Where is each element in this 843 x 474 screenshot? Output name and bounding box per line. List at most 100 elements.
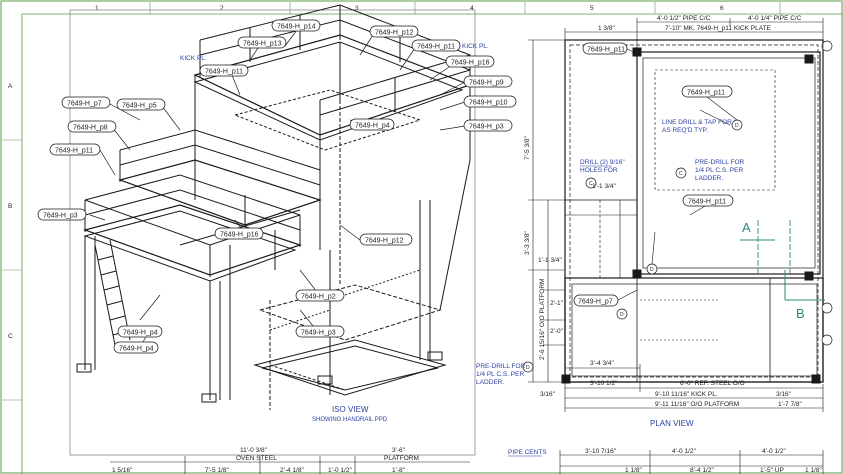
svg-text:7649-H_p16: 7649-H_p16	[451, 60, 490, 67]
note-pre-drill-2b: 1/4 PL C.S. PER	[476, 371, 524, 378]
grid-col-2: 2	[220, 5, 224, 12]
iso-dim: PLATFORM	[384, 455, 419, 462]
plan-dim: 1 3/8"	[598, 25, 615, 32]
svg-text:7649-H_p4: 7649-H_p4	[355, 123, 390, 130]
grid-col-3: 3	[355, 5, 359, 12]
svg-text:7649-H_p3: 7649-H_p3	[469, 124, 504, 131]
detail-markers	[522, 40, 833, 373]
section-marker-a: A	[742, 220, 751, 235]
lower-dim: 1'-5" UP	[760, 467, 784, 474]
iso-dim: 3'-6"	[392, 447, 406, 454]
note-line-drill: LINE DRILL & TAP FOR	[662, 119, 732, 126]
svg-text:7649-H_p11: 7649-H_p11	[417, 44, 455, 51]
svg-text:7649-H_p11: 7649-H_p11	[205, 69, 243, 76]
svg-text:7649-H_p8: 7649-H_p8	[73, 125, 108, 132]
svg-text:7649-H_p7: 7649-H_p7	[67, 101, 102, 108]
svg-text:7649-H_p12: 7649-H_p12	[375, 30, 414, 37]
svg-text:D: D	[735, 123, 739, 129]
callout-tag: 7649-H_p11	[49, 143, 101, 156]
svg-text:7649-H_p11: 7649-H_p11	[55, 148, 93, 155]
lower-dim: 1 1/8"	[805, 467, 822, 474]
callout-tag: 7649-H_p4	[113, 341, 159, 354]
lower-dim: 8'-4 1/2"	[690, 467, 714, 474]
grid-row-a: A	[8, 83, 13, 90]
callout-tag: 7649-H_p7	[573, 294, 619, 307]
grid-col-5: 5	[590, 5, 594, 12]
grid-row-b: B	[8, 203, 12, 210]
callout-tag: 7649-H_p4	[349, 118, 395, 131]
note-pre-drill-1b: 1/4 PL C.S. PER	[695, 167, 743, 174]
grid-col-4: 4	[470, 5, 474, 12]
plan-view-title: PLAN VIEW	[650, 419, 694, 428]
callout-tag: 7649-H_p16	[445, 55, 495, 68]
svg-text:D: D	[650, 267, 654, 273]
iso-view-title: ISO VIEW	[332, 405, 369, 414]
svg-text:7649-H_p10: 7649-H_p10	[469, 100, 508, 107]
svg-text:C: C	[589, 181, 593, 187]
plan-dim: 1'-1 3/4"	[592, 183, 616, 190]
plan-dim: 3/16"	[776, 391, 792, 398]
callout-tag: 7649-H_p11	[411, 39, 461, 52]
plan-dim-vertical: 2'-6 15/16" O/O PLATFORM	[539, 279, 546, 360]
callout-tag: 7649-H_p16	[214, 227, 264, 240]
kick-pl-label-left: KICK PL.	[180, 55, 207, 62]
callout-tag: 7649-H_p4	[117, 325, 163, 338]
svg-text:7649-H_p4: 7649-H_p4	[119, 346, 154, 353]
svg-text:7649-H_p11: 7649-H_p11	[687, 90, 725, 97]
lower-dim: 4'-0 1/2"	[672, 448, 696, 455]
section-marker-b: B	[796, 306, 805, 321]
iso-dim: 1'-8"	[392, 467, 406, 474]
iso-dim: 7'-5 1/8"	[205, 467, 229, 474]
grid-col-6: 6	[720, 5, 724, 12]
callout-tag: 7649-H_p5	[116, 98, 166, 111]
callout-tag: 7649-H_p12	[359, 233, 413, 246]
plan-dim-vertical: 7'-5 3/8"	[524, 136, 531, 160]
callout-tag: 7649-H_p3	[295, 325, 345, 338]
svg-text:C: C	[679, 171, 683, 177]
lower-dim: 1 1/8"	[625, 467, 642, 474]
plan-bottom-dims	[564, 364, 824, 412]
grid-row-c: C	[8, 333, 13, 340]
svg-text:7649-H_p3: 7649-H_p3	[301, 330, 336, 337]
iso-view-subtitle: SHOWING HANDRAIL PPD	[312, 417, 388, 423]
plan-dim: 2'-1"	[550, 300, 564, 307]
callout-tag: 7649-H_p3	[463, 119, 513, 132]
iso-bottom-dims	[110, 456, 470, 474]
plan-callouts: 7649-H_p11 7649-H_p11 7649-H_p11 7649-H_…	[573, 42, 734, 307]
plan-dim: 1'-7 7/8"	[778, 401, 802, 408]
plan-view	[561, 39, 825, 384]
plan-dim: 4'-0 1/2" PIPE C/C	[657, 15, 711, 22]
note-line-drill-2: AS REQ'D TYP.	[662, 127, 708, 134]
lower-strip-dims	[559, 450, 824, 474]
leader-lines	[617, 48, 738, 301]
callout-tag: 7649-H_p9	[463, 75, 513, 88]
note-pre-drill-2: PRE-DRILL FOR	[476, 363, 526, 370]
plan-dim: 7'-10" MK. 7649-H_p11 KICK PLATE	[665, 25, 772, 32]
note-pre-drill-2c: LADDER.	[476, 379, 504, 386]
svg-text:7649-H_p12: 7649-H_p12	[365, 238, 404, 245]
svg-text:7649-H_p7: 7649-H_p7	[578, 299, 613, 306]
callout-tag: 7649-H_p7	[61, 96, 111, 109]
plan-dim: 3/16"	[540, 391, 556, 398]
note-drill-holes: DRILL (2) 9/16"	[580, 159, 625, 166]
plan-dim: 6'-0" REF. STEEL O/O	[680, 380, 745, 387]
note-drill-holes-2: HOLES FOR	[580, 167, 618, 174]
iso-dim: 1 5/16"	[112, 467, 133, 474]
iso-dim: 11'-0 3/8"	[240, 447, 268, 454]
plan-left-dims	[528, 39, 565, 383]
callout-tag: 7649-H_p14	[271, 19, 321, 32]
lower-dim: 4'-0 1/2"	[762, 448, 786, 455]
callout-tag: 7649-H_p13	[237, 36, 287, 49]
svg-text:7649-H_p4: 7649-H_p4	[123, 330, 158, 337]
callout-tag: 7649-H_p8	[67, 120, 117, 133]
plan-dim: 9'-11 11/16" O/O PLATFORM	[655, 401, 739, 408]
callout-tag: 7649-H_p11	[199, 64, 249, 77]
iso-dim: OVEN STEEL	[236, 455, 277, 462]
plan-dim-vertical: 3'-3 3/8"	[524, 231, 531, 255]
svg-text:D: D	[620, 312, 624, 318]
callout-tag: 7649-H_p11	[682, 194, 734, 207]
plan-dim: 2'-0"	[550, 328, 564, 335]
pipe-cents-label: PIPE CENTS	[508, 449, 547, 456]
plan-top-dims	[564, 18, 824, 48]
